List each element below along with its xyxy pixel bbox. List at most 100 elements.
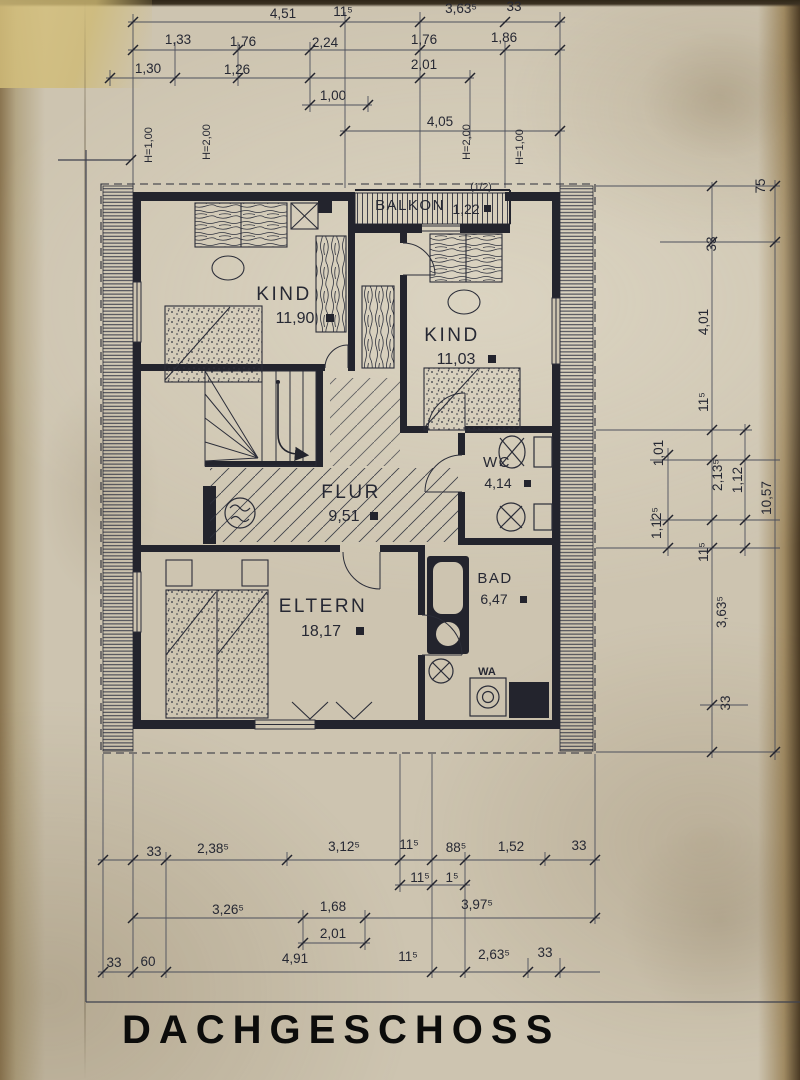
- washing-machine-icon: [469, 677, 507, 717]
- door-arc-icon: [427, 392, 466, 431]
- dim-label: 1,01: [651, 440, 666, 466]
- dim-label: 2,24: [312, 35, 339, 50]
- dim-label: 1,26: [224, 62, 250, 77]
- dim-label: 33: [106, 955, 121, 970]
- sqm-mark: [488, 355, 496, 363]
- appliance-label: WA: [478, 666, 496, 678]
- door-arc-icon: [402, 242, 436, 276]
- dim-label: 3,97⁵: [461, 897, 493, 912]
- dim-label: 1,00: [320, 88, 346, 103]
- height-label: H=1,00: [514, 129, 526, 165]
- windows: [132, 281, 561, 730]
- room-area: 11,03: [437, 351, 476, 368]
- dim-label: 3,26⁵: [212, 902, 244, 917]
- wardrobe-icon: [429, 233, 503, 283]
- dim-label: 10,57: [759, 481, 774, 515]
- room-area: 1,22: [452, 201, 479, 217]
- roof-slope-band: [102, 185, 594, 752]
- lamp-icon: [211, 255, 245, 281]
- dim-label: 33: [718, 695, 733, 710]
- sqm-mark: [370, 512, 378, 520]
- opening-mark-icon: [335, 701, 373, 720]
- dim-label: 33: [537, 945, 552, 960]
- room-area: 6,47: [480, 591, 507, 607]
- chimney-icon: [509, 682, 549, 718]
- dim-label: 2,13⁵: [710, 459, 725, 491]
- toilet-icon: [498, 435, 553, 469]
- dim-label: 1,76: [411, 32, 437, 47]
- window-icon: [254, 719, 316, 730]
- bidet-icon: [496, 502, 553, 532]
- sqm-mark: [356, 627, 364, 635]
- dim-label: 1,30: [135, 61, 161, 76]
- sqm-mark: [520, 596, 527, 603]
- paper-crease: [84, 0, 86, 1080]
- dim-label: 2,01: [320, 926, 346, 941]
- dim-label: 2,63⁵: [478, 947, 510, 962]
- door-arc-icon: [424, 454, 463, 493]
- window-icon: [551, 297, 561, 365]
- dim-label: 4,51: [270, 6, 296, 21]
- dim-label: 1,68: [320, 899, 346, 914]
- room-name: ELTERN: [279, 596, 368, 617]
- door-arcs: [324, 242, 466, 656]
- boiler-icon: [224, 497, 256, 529]
- dim-label: 11⁵: [696, 392, 711, 412]
- bed-icon: [164, 305, 263, 383]
- cabinet-icon: [361, 285, 395, 369]
- dim-label: 1,86: [491, 30, 517, 45]
- dim-label: 3,63⁵: [714, 596, 729, 628]
- furniture: [164, 202, 521, 720]
- dim-label: 1,33: [165, 32, 191, 47]
- dim-label: 11⁵: [398, 949, 418, 964]
- height-label: H=2,00: [201, 124, 213, 160]
- room-labels: BALKON 1,22 (1/2) KIND 11,90 KIND 11,03 …: [256, 181, 531, 678]
- sqm-mark: [484, 205, 491, 212]
- wardrobe-icon: [194, 202, 288, 248]
- room-name: KIND: [256, 284, 311, 305]
- height-label: H=2,00: [461, 124, 473, 160]
- dim-label: 60: [140, 954, 155, 969]
- right-dimensions: 75 33 4,01 11⁵ 1,01 2,13⁵ 1,12 1,12⁵ 10,…: [649, 178, 774, 710]
- dimension-ticks: [97, 16, 781, 978]
- room-name: WC: [483, 454, 511, 471]
- dim-label: 4,91: [282, 951, 308, 966]
- door-arc-icon: [324, 344, 349, 369]
- dim-label: 11⁵: [399, 837, 419, 852]
- height-markers: H=1,00 H=2,00 H=2,00 H=1,00: [143, 124, 526, 165]
- height-label: H=1,00: [143, 127, 155, 163]
- room-name: FLUR: [321, 482, 381, 503]
- dim-label: 88⁵: [446, 840, 467, 855]
- dim-label: 1,76: [230, 34, 256, 49]
- dim-label: 33: [506, 0, 521, 14]
- bed-icon: [165, 589, 269, 719]
- fixtures: [224, 435, 553, 717]
- dim-label: 33: [571, 838, 586, 853]
- dim-label: 75: [753, 178, 768, 193]
- dim-label: 4,05: [427, 114, 453, 129]
- room-name: KIND: [424, 325, 479, 346]
- tape-patch: [0, 0, 152, 88]
- room-name: BALKON: [375, 197, 445, 214]
- opening-mark-icon: [291, 701, 329, 720]
- dim-label: 11⁵: [696, 542, 711, 562]
- dim-label: 1,12: [730, 467, 745, 493]
- dim-label: 33: [704, 236, 719, 251]
- window-icon: [132, 571, 142, 633]
- room-note: (1/2): [470, 181, 492, 193]
- crossed-box-icon: [290, 202, 319, 230]
- nightstand-icon: [165, 559, 193, 587]
- sqm-mark: [524, 480, 531, 487]
- dim-label: 2,38⁵: [197, 841, 229, 856]
- dim-label: 4,01: [696, 309, 711, 335]
- bed-icon: [423, 367, 521, 431]
- bottom-dimensions: 33 2,38⁵ 3,12⁵ 11⁵ 88⁵ 1,52 33 11⁵ 1⁵ 3,…: [106, 837, 586, 970]
- dim-label: 3,12⁵: [328, 839, 360, 854]
- floor-title: DACHGESCHOSS: [122, 1008, 561, 1052]
- dim-label: 1⁵: [445, 870, 458, 885]
- top-dimensions: 1,33 4,51 11⁵ 3,63⁵ 33 1,76 2,24 1,76 1,…: [135, 0, 522, 129]
- lamp-icon: [447, 289, 481, 315]
- dim-label: 11⁵: [333, 4, 353, 19]
